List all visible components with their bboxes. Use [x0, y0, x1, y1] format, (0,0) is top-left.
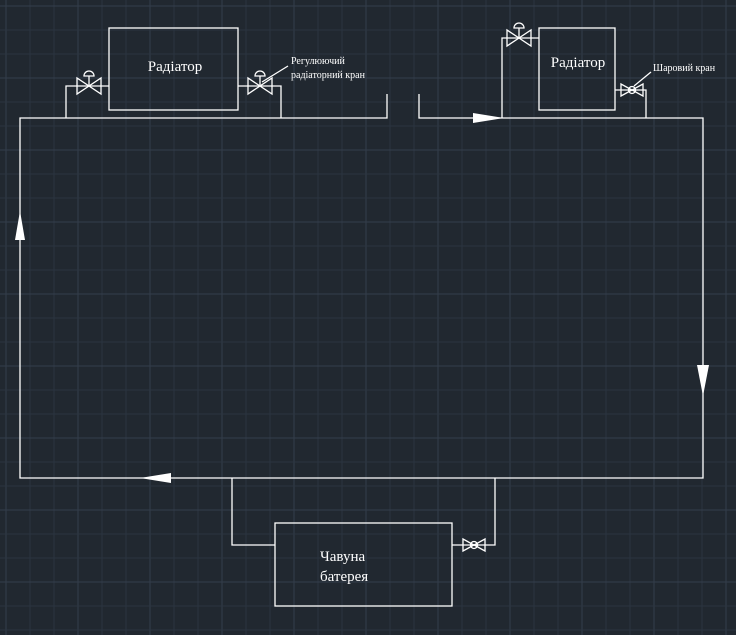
radiator-left: Радіатор: [108, 27, 239, 111]
control-valve-left-inlet: [76, 70, 102, 96]
radiator-right-label: Радіатор: [551, 55, 605, 71]
ball-valve-battery: [462, 537, 486, 553]
flow-arrow-up: [15, 211, 25, 240]
flow-arrow-right: [473, 113, 504, 123]
battery-label-line2: батерея: [320, 569, 368, 585]
control-valve-callout-line1: Регулюючий: [291, 56, 345, 67]
control-valve-right-inlet: [506, 22, 532, 48]
control-valve-left-outlet: [247, 65, 289, 96]
main-loop-pipe: [19, 94, 704, 479]
battery-label-line1: Чавуна: [320, 549, 366, 565]
flow-arrow-down: [697, 365, 709, 396]
ball-valve-right: [620, 71, 652, 98]
radiator-right: Радіатор: [538, 27, 616, 111]
flow-arrow-left: [140, 473, 171, 483]
radiator-left-label: Радіатор: [148, 59, 202, 75]
control-valve-callout-line2: радіаторний кран: [291, 70, 366, 81]
ball-valve-callout: Шаровий кран: [653, 63, 716, 74]
cast-iron-battery: Чавуна батерея: [274, 522, 453, 607]
